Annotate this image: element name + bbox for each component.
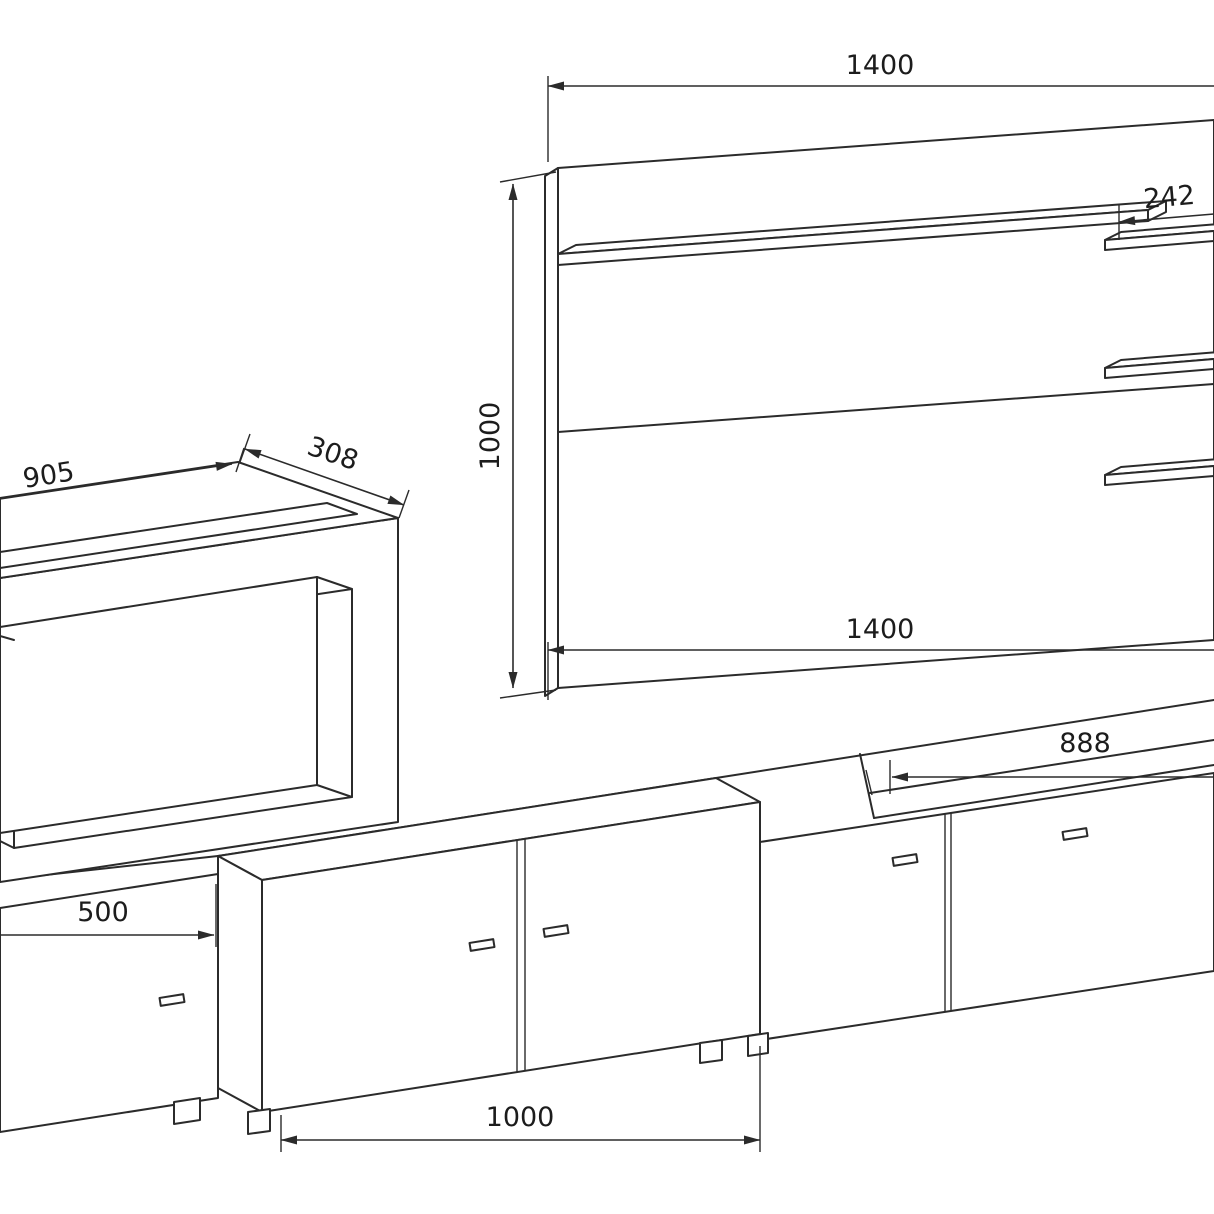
- dim-label-panel-height: 1000: [475, 402, 506, 471]
- niche-left-rim: [859, 753, 875, 819]
- dim-panel-width-bottom: 1400: [547, 614, 1214, 700]
- left-front-face: [0, 873, 219, 1133]
- dim-label-side-shelf-width: 242: [1142, 180, 1196, 215]
- handle-bar: [891, 853, 919, 867]
- handle-bar: [158, 993, 186, 1007]
- door-handle: [1061, 827, 1089, 841]
- dim-label-panel-width-bottom: 1400: [846, 614, 915, 645]
- niche-depth-edge: [0, 635, 15, 641]
- dim-cabinet-width: 905: [0, 447, 245, 500]
- handle-bar: [542, 924, 570, 938]
- bench-foot: [173, 1097, 201, 1125]
- bench-left-section: [0, 873, 219, 1133]
- dim-niche-width: 888: [889, 728, 1214, 794]
- dim-panel-width-top: 1400: [547, 50, 1214, 162]
- niche-depth-edge: [0, 840, 15, 849]
- dim-bench-middle-width: 1000: [280, 1046, 761, 1152]
- side-shelf-2: [1104, 351, 1214, 379]
- dim-label-panel-width-top: 1400: [846, 50, 915, 81]
- side-shelf-1: [1104, 223, 1214, 251]
- door-handle: [468, 938, 496, 952]
- niche-front-rim: [873, 764, 1214, 819]
- extension-line: [239, 433, 251, 463]
- bench-foot: [699, 1039, 723, 1064]
- dimension-line: [244, 448, 405, 506]
- bench-foot: [247, 1108, 271, 1135]
- niche-back-edge: [869, 739, 1214, 794]
- dim-label-niche-width: 888: [1059, 728, 1111, 759]
- door-handle: [158, 993, 186, 1007]
- bench-foot: [747, 1032, 769, 1057]
- tv-bench: [0, 699, 1214, 1135]
- panel-seam-line: [557, 383, 1214, 433]
- dim-label-bench-middle-width: 1000: [486, 1102, 555, 1133]
- extension-line: [499, 689, 557, 699]
- handle-bar: [468, 938, 496, 952]
- shelf-front-face: [1104, 358, 1214, 379]
- niche-depth-edge: [316, 576, 353, 590]
- dim-label-bench-left-width: 500: [77, 897, 129, 928]
- shelf-end-cap: [1147, 200, 1167, 222]
- panel-left-edge: [544, 167, 559, 697]
- handle-bar: [1061, 827, 1089, 841]
- wall-shelf-long: [557, 200, 1167, 266]
- dimensions: 1400 1000 242 1400 905 308: [0, 50, 1214, 1152]
- bench-top-niche: [859, 739, 1214, 819]
- dim-bench-left-width: 500: [0, 884, 217, 947]
- dim-panel-height: 1000: [475, 171, 557, 699]
- wall-panel: [544, 119, 1214, 697]
- dimension-line: [0, 461, 233, 500]
- shelf-front-face: [1104, 465, 1214, 486]
- dim-side-shelf-width: 242: [1118, 180, 1214, 240]
- door-handle: [542, 924, 570, 938]
- door-handle: [891, 853, 919, 867]
- shelf-front-face: [1104, 230, 1214, 251]
- niche-depth-edge: [316, 784, 353, 798]
- extension-line: [499, 171, 557, 183]
- wall-cabinet: [0, 461, 399, 883]
- bench-middle-section: [217, 777, 761, 1113]
- side-shelf-3: [1104, 458, 1214, 486]
- niche-left-inner: [865, 769, 873, 796]
- middle-side-face: [217, 855, 263, 1113]
- dimension-line: [1118, 213, 1214, 226]
